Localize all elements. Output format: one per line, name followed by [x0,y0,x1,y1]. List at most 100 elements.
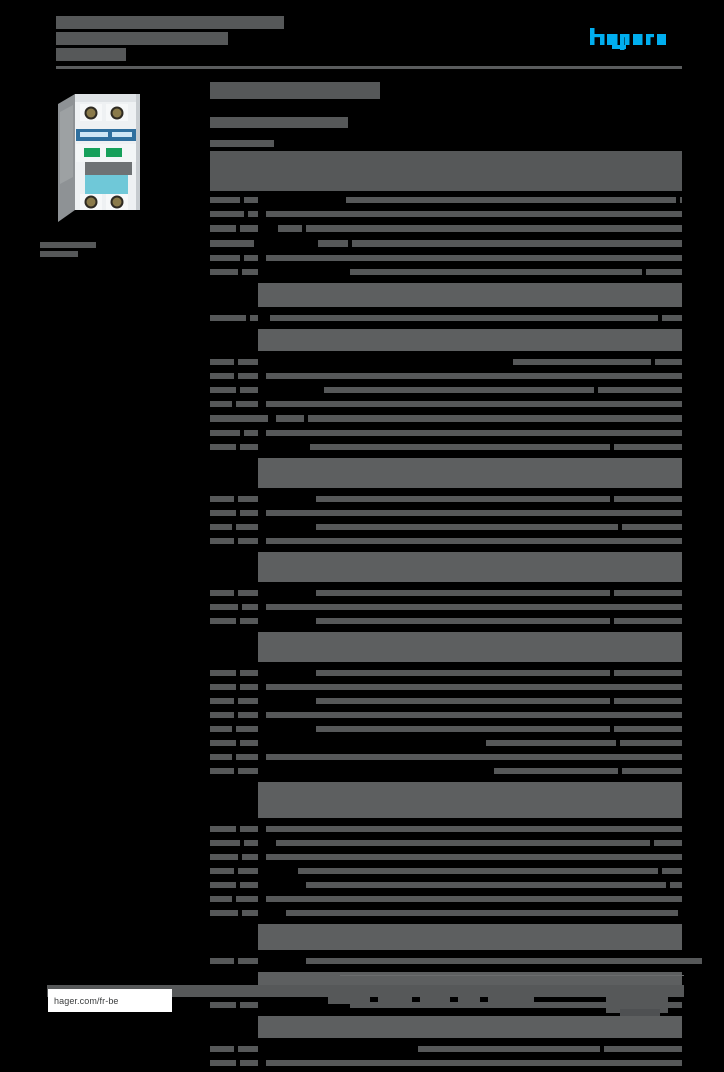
page-header [0,0,724,70]
table-row-gap [240,444,258,450]
table-row-continuation [266,401,682,407]
table-row [210,267,682,277]
table-row-label [210,590,234,596]
table-row-value [350,1002,636,1008]
title-line-1 [56,16,284,29]
footer-text-bar [458,997,480,1004]
table-row [210,752,682,762]
table-row-label [210,684,236,690]
table-row [210,238,682,249]
table-row-gap [242,854,258,860]
table-row-gap [236,726,258,732]
table-row-gap [240,684,258,690]
table-row-continuation [266,684,682,690]
table-row [210,630,682,664]
footer-url-text: hager.com/fr-be [54,995,119,1006]
table-row-continuation [614,670,682,676]
band-caption [210,140,682,147]
section-title-bar [210,82,380,99]
table-row-continuation [266,896,682,902]
table-row-filler [258,632,682,662]
hager-logo[interactable] [590,27,682,50]
footer-url[interactable]: hager.com/fr-be [48,989,172,1012]
table-row [210,908,682,918]
table-row-gap [244,840,258,846]
table-row-value [316,726,610,732]
table-row [210,371,682,381]
table-row-value [316,670,610,676]
sub-title [210,117,682,128]
table-row-continuation [622,524,682,530]
table-row-gap [244,430,258,436]
table-row-value [316,590,610,596]
table-row-label [210,896,232,902]
table-row-gap [240,882,258,888]
table-row [210,710,682,720]
table-row-label [210,269,238,275]
table-row-filler [258,283,682,307]
table-row-label [210,768,234,774]
table-row-value [318,240,348,247]
table-row-label [210,826,236,832]
table-row-gap [238,768,258,774]
table-row-value [306,958,702,964]
table-row-gap [244,197,258,203]
table-row-value [316,524,618,530]
table-row-label [210,740,236,746]
caption-line-1 [40,242,96,248]
table-row [210,385,682,395]
table-row-filler [258,782,682,818]
table-row-continuation [662,315,682,321]
table-row-continuation [266,826,682,832]
table-row-gap [238,958,258,964]
table-row-filler [258,329,682,351]
table-row-gap [240,510,258,516]
table-row [210,1044,682,1054]
table-row-gap [238,712,258,718]
table-row [210,696,682,706]
table-row-label [210,670,236,676]
table-row-value [306,882,666,888]
table-row-label [210,1046,234,1052]
table-row-value [513,359,651,365]
table-row-value [494,768,618,774]
table-row-gap [236,524,258,530]
table-row [210,852,682,862]
page-title [56,16,284,64]
table-row-gap [236,401,258,407]
table-row-gap [238,538,258,544]
table-row-continuation [662,868,682,874]
table-row-gap [236,896,258,902]
table-row-value [350,269,642,275]
sub-title-bar [210,117,348,128]
table-row [210,313,682,323]
table-row-continuation [598,387,682,393]
table-row-continuation [266,373,682,379]
table-row [210,922,682,952]
table-row-value [346,197,676,203]
table-row-value [316,698,610,704]
table-row-continuation [614,590,682,596]
footer-center-text [328,997,534,1004]
table-row-separator [210,1068,682,1072]
table-row-continuation [266,1060,682,1066]
table-row-gap [240,1060,258,1066]
table-row-label [210,510,236,516]
table-row [210,399,682,409]
table-row [210,602,682,612]
table-row-gap [240,740,258,746]
table-row-gap [244,255,258,261]
table-row [210,682,682,692]
table-row-continuation [670,882,682,888]
table-row [210,894,682,904]
table-row-continuation [266,211,682,217]
table-row-label [210,387,236,393]
table-row-label [210,359,234,365]
table-row-continuation [622,768,682,774]
main-content [210,82,702,1072]
table-row-gap [240,1002,258,1008]
product-caption [40,242,190,257]
table-row [210,880,682,890]
table-row-gap [236,754,258,760]
